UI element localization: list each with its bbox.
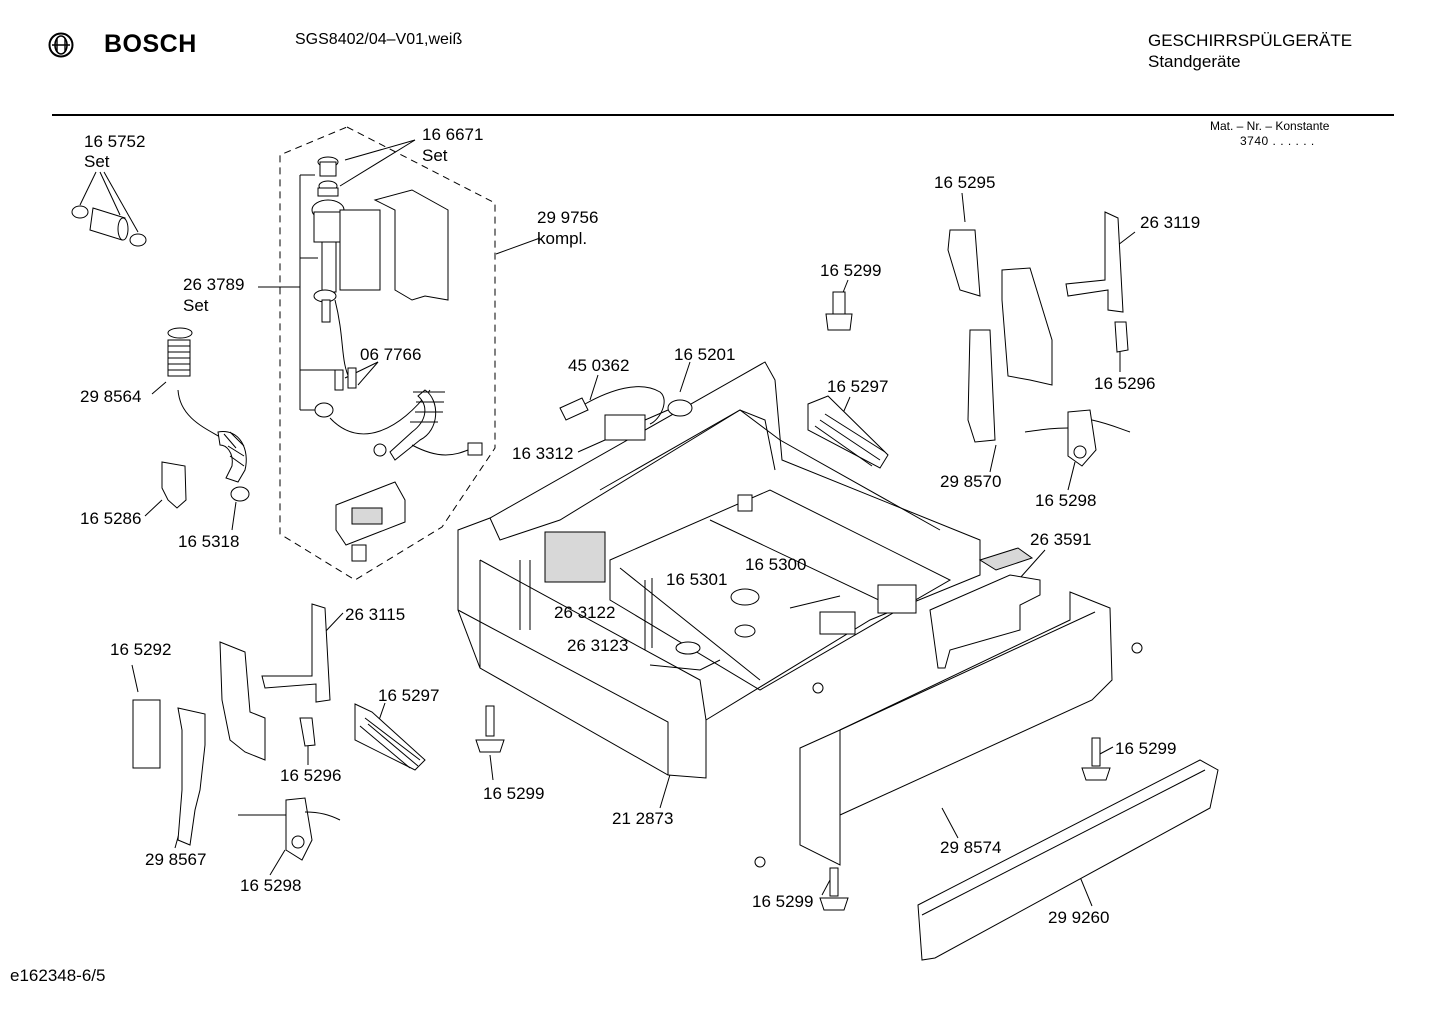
- callout-299756-kompl: kompl.: [537, 229, 588, 248]
- plinth-panel-part: [799, 591, 1143, 866]
- callout-165752: 16 5752: [84, 132, 146, 151]
- header-divider: [52, 114, 1394, 116]
- bosch-logo-icon: [48, 32, 74, 58]
- callout-263789-set: Set: [183, 296, 209, 315]
- callout-263123: 26 3123: [567, 636, 629, 655]
- spring-holder-part: [807, 291, 889, 469]
- left-side-brackets-part: [132, 603, 426, 861]
- callout-298567: 29 8567: [145, 850, 207, 869]
- callout-165298-left: 16 5298: [240, 876, 302, 895]
- model-number: SGS8402/04–V01,weiß: [295, 31, 463, 48]
- category-title: GESCHIRRSPÜLGERÄTE: [1148, 31, 1353, 50]
- callout-299756: 29 9756: [537, 208, 599, 227]
- callout-067766: 06 7766: [360, 345, 422, 364]
- callout-212873: 21 2873: [612, 809, 674, 828]
- callout-165296-right: 16 5296: [1094, 374, 1156, 393]
- callout-298564: 29 8564: [80, 387, 142, 406]
- callout-298570: 29 8570: [940, 472, 1002, 491]
- screw-part: [475, 705, 1111, 911]
- callout-165296-left: 16 5296: [280, 766, 342, 785]
- hose-clamp-set-part: [71, 205, 147, 247]
- callout-165301: 16 5301: [666, 570, 728, 589]
- callout-165752-set: Set: [84, 152, 110, 171]
- front-strip-part: [917, 759, 1219, 961]
- callout-165299-top: 16 5299: [820, 261, 882, 280]
- callout-165295: 16 5295: [934, 173, 996, 192]
- callout-165286: 16 5286: [80, 509, 142, 528]
- mat-nr-label: Mat. – Nr. – Konstante: [1210, 119, 1330, 133]
- callout-263122: 26 3122: [554, 603, 616, 622]
- callout-263591: 26 3591: [1030, 530, 1092, 549]
- mat-nr-value: 3740 . . . . . .: [1240, 134, 1315, 148]
- callout-263119: 26 3119: [1140, 213, 1201, 232]
- water-inlet-valve-part: [311, 156, 483, 562]
- cable-and-capacitor-part: [559, 386, 693, 441]
- callout-165298-right: 16 5298: [1035, 491, 1097, 510]
- assembly-group-outline: [279, 126, 496, 581]
- callout-166671: 16 6671: [422, 125, 484, 144]
- callout-165299-bottom: 16 5299: [752, 892, 814, 911]
- brand-name: BOSCH: [104, 30, 197, 58]
- callout-299260: 29 9260: [1048, 908, 1110, 927]
- callout-298574: 29 8574: [940, 838, 1002, 857]
- front-plinth-bracket-part: [929, 547, 1041, 669]
- base-tub-part: [457, 361, 981, 779]
- callout-263789: 26 3789: [183, 275, 245, 294]
- callout-165299-right: 16 5299: [1115, 739, 1177, 758]
- callout-165299-mid: 16 5299: [483, 784, 545, 803]
- callout-263115: 26 3115: [345, 605, 406, 624]
- right-side-brackets-part: [947, 211, 1131, 467]
- callout-165300: 16 5300: [745, 555, 807, 574]
- callout-450362: 45 0362: [568, 356, 630, 375]
- callout-166671-set: Set: [422, 146, 448, 165]
- callout-163312: 16 3312: [512, 444, 574, 463]
- callout-165297-right: 16 5297: [827, 377, 889, 396]
- drain-hose-part: [161, 327, 250, 509]
- category-subtitle: Standgeräte: [1148, 52, 1241, 71]
- callout-165297-left: 16 5297: [378, 686, 440, 705]
- callout-165201: 16 5201: [674, 345, 736, 364]
- callout-165318: 16 5318: [178, 532, 240, 551]
- drawing-code: e162348-6/5: [10, 966, 106, 985]
- callout-165292: 16 5292: [110, 640, 172, 659]
